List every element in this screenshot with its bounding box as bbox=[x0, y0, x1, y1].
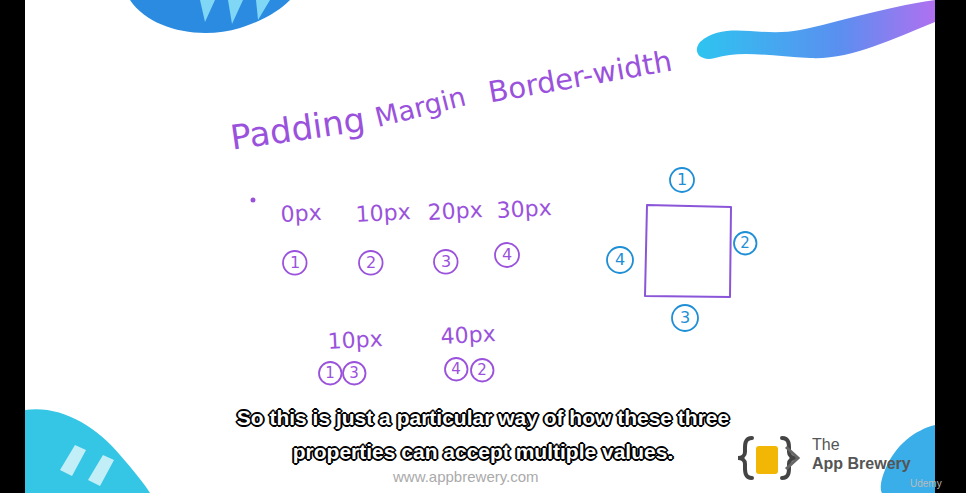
value-label: 30px bbox=[496, 196, 552, 223]
circle-stroke bbox=[495, 243, 519, 267]
circle-stroke bbox=[343, 362, 366, 385]
callout-number: 2 bbox=[477, 362, 487, 379]
value-label: 10px bbox=[355, 200, 411, 227]
circle-stroke bbox=[319, 362, 342, 385]
blob-stripes bbox=[200, 0, 270, 24]
corner-swoosh bbox=[697, 0, 935, 59]
logo-text: The bbox=[812, 436, 840, 454]
circled-number: 4 bbox=[494, 242, 520, 268]
circled-number: 2 bbox=[470, 358, 495, 383]
circled-number: 4 bbox=[606, 246, 634, 274]
logo-text: App Brewery bbox=[812, 455, 911, 473]
dot bbox=[251, 198, 256, 203]
blob-stripes bbox=[60, 445, 114, 486]
circle-stroke bbox=[670, 168, 694, 192]
logo-icon bbox=[738, 438, 798, 478]
value-label: 0px bbox=[280, 201, 322, 227]
circled-number: 1 bbox=[669, 167, 695, 193]
circle-stroke bbox=[359, 251, 383, 275]
circle-stroke bbox=[283, 251, 307, 275]
watermark-url: www.appbrewery.com bbox=[393, 469, 539, 486]
circle-stroke bbox=[607, 247, 633, 273]
callout-number: 3 bbox=[441, 253, 451, 271]
value-label: 20px bbox=[427, 198, 483, 225]
circle-stroke bbox=[434, 250, 458, 274]
circled-number: 3 bbox=[433, 249, 459, 275]
circle-stroke bbox=[672, 305, 698, 331]
value-label: 10px bbox=[327, 327, 383, 354]
circled-number: 3 bbox=[342, 361, 367, 386]
subtitle-caption: So this is just a particular way of how … bbox=[183, 401, 783, 469]
corner-blob bbox=[130, 0, 290, 33]
circled-number: 2 bbox=[358, 250, 384, 276]
callout-number: 4 bbox=[615, 251, 625, 269]
circled-number: 3 bbox=[671, 304, 699, 332]
callout-number: 4 bbox=[502, 246, 512, 264]
callout-number: 3 bbox=[349, 365, 359, 382]
circle-stroke bbox=[471, 359, 494, 382]
corner-blob bbox=[25, 409, 150, 493]
callout-number: 1 bbox=[290, 254, 300, 272]
callout-number: 3 bbox=[680, 309, 690, 327]
circled-number: 4 bbox=[444, 357, 469, 382]
callout-number: 2 bbox=[366, 254, 376, 272]
box-square bbox=[645, 205, 731, 297]
value-label: 40px bbox=[440, 322, 496, 349]
circled-number: 1 bbox=[318, 361, 343, 386]
callout-number: 2 bbox=[740, 235, 750, 252]
callout-number: 4 bbox=[451, 361, 461, 378]
callout-number: 1 bbox=[325, 365, 335, 382]
circled-number: 1 bbox=[282, 250, 308, 276]
circle-stroke bbox=[445, 358, 468, 381]
circled-number: 2 bbox=[733, 231, 758, 256]
watermark-text: Udemy bbox=[910, 478, 942, 489]
callout-number: 1 bbox=[677, 171, 687, 189]
circle-stroke bbox=[734, 232, 757, 255]
